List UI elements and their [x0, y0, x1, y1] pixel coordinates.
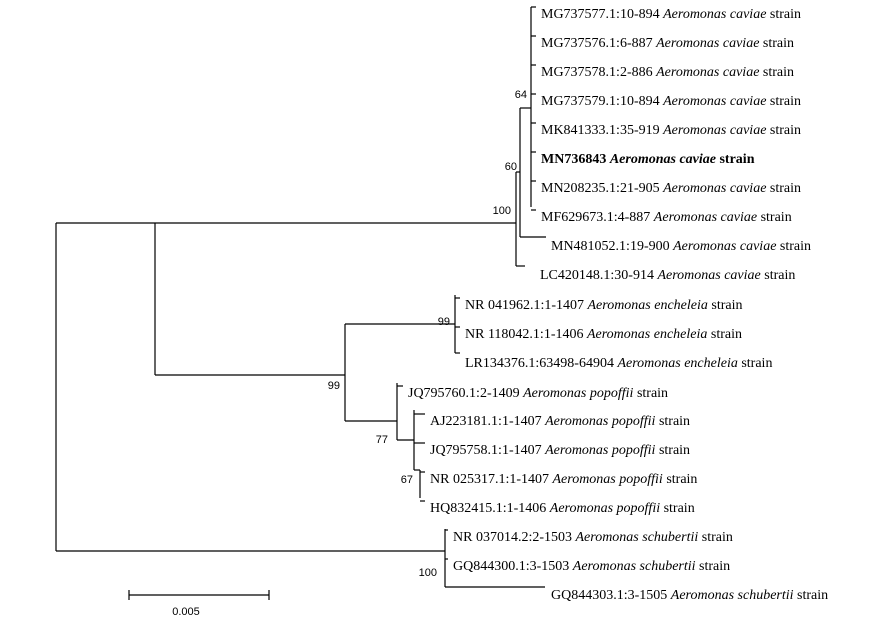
bootstrap-value: 64	[515, 89, 527, 101]
bootstrap-value: 67	[401, 474, 413, 486]
scale-bar-label: 0.005	[172, 606, 200, 618]
scale-bar: 0.005	[128, 590, 270, 618]
leaf-label: MN736843 Aeromonas caviae strain	[541, 152, 755, 167]
leaf-label: MG737577.1:10-894 Aeromonas caviae strai…	[541, 7, 801, 22]
leaf-label: LR134376.1:63498-64904 Aeromonas enchele…	[465, 356, 772, 371]
bootstrap-value: 100	[493, 205, 511, 217]
tree-branches	[55, 6, 546, 588]
leaf-label: HQ832415.1:1-1406 Aeromonas popoffii str…	[430, 501, 695, 516]
leaf-label: MG737576.1:6-887 Aeromonas caviae strain	[541, 36, 794, 51]
leaf-label: NR 025317.1:1-1407 Aeromonas popoffii st…	[430, 472, 697, 487]
bootstrap-value: 100	[419, 567, 437, 579]
bootstrap-value: 77	[376, 434, 388, 446]
leaf-label: MK841333.1:35-919 Aeromonas caviae strai…	[541, 123, 801, 138]
leaf-label: MF629673.1:4-887 Aeromonas caviae strain	[541, 210, 792, 225]
bootstrap-values: 64 60 100 99 99 77 67 100	[328, 89, 527, 579]
bootstrap-value: 99	[328, 380, 340, 392]
leaf-label: MN208235.1:21-905 Aeromonas caviae strai…	[541, 181, 801, 196]
leaf-label: NR 118042.1:1-1406 Aeromonas encheleia s…	[465, 327, 742, 342]
leaf-label: MN481052.1:19-900 Aeromonas caviae strai…	[551, 239, 811, 254]
leaf-label: JQ795758.1:1-1407 Aeromonas popoffii str…	[430, 443, 690, 458]
bootstrap-value: 99	[438, 316, 450, 328]
leaf-label: GQ844303.1:3-1505 Aeromonas schubertii s…	[551, 588, 828, 603]
bootstrap-value: 60	[505, 161, 517, 173]
leaf-label: MG737579.1:10-894 Aeromonas caviae strai…	[541, 94, 801, 109]
leaf-label: NR 041962.1:1-1407 Aeromonas encheleia s…	[465, 298, 743, 313]
leaf-label: NR 037014.2:2-1503 Aeromonas schubertii …	[453, 530, 733, 545]
leaf-label: GQ844300.1:3-1503 Aeromonas schubertii s…	[453, 559, 730, 574]
leaf-label: LC420148.1:30-914 Aeromonas caviae strai…	[540, 268, 795, 283]
leaf-label: MG737578.1:2-886 Aeromonas caviae strain	[541, 65, 794, 80]
leaf-label: JQ795760.1:2-1409 Aeromonas popoffii str…	[408, 386, 668, 401]
leaf-labels: MG737577.1:10-894 Aeromonas caviae strai…	[408, 7, 828, 603]
leaf-label: AJ223181.1:1-1407 Aeromonas popoffii str…	[430, 414, 690, 429]
